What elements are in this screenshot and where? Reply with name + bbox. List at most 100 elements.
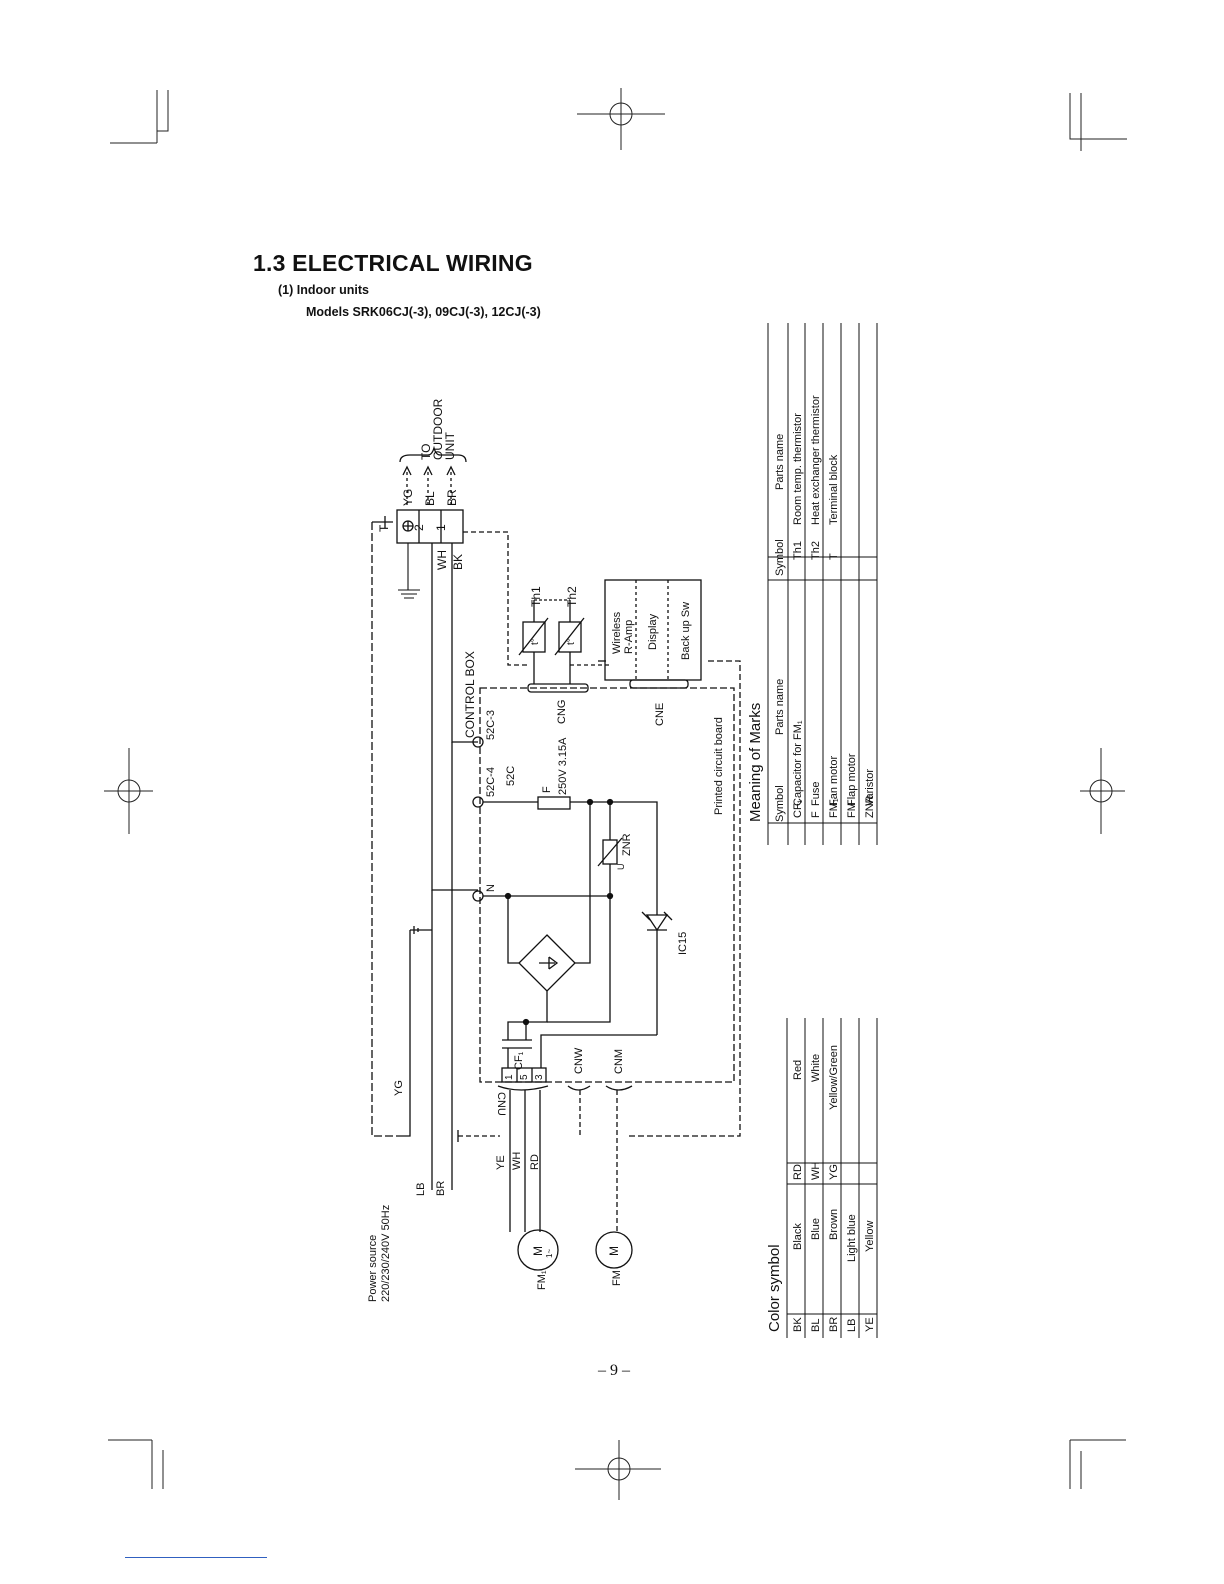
- marks-h-parts1: Parts name: [774, 679, 786, 735]
- color-r3-c2: Brown: [828, 1209, 840, 1240]
- color-r3-c1: BR: [828, 1317, 840, 1332]
- color-r2-c4: White: [810, 1054, 822, 1082]
- color-title: Color symbol: [766, 1244, 783, 1332]
- pin-n: N: [485, 884, 497, 892]
- ic15-label: IC15: [677, 932, 689, 955]
- footer-rule: [125, 1557, 267, 1558]
- cnw-label: CNW: [573, 1047, 585, 1074]
- flap-motor-symbol: M: [607, 1246, 621, 1256]
- cng-label: CNG: [556, 700, 568, 724]
- fan-motor-symbol: M: [531, 1246, 545, 1256]
- th1-symbol: t°: [530, 638, 541, 645]
- marks-r1-c3: Th1: [792, 541, 804, 560]
- marks-r3-c3: T: [828, 553, 840, 560]
- color-r1-c2: Black: [792, 1223, 804, 1250]
- yg-ground-label: YG: [393, 1080, 405, 1096]
- models-line: Models SRK06CJ(-3), 09CJ(-3), 12CJ(-3): [306, 305, 541, 319]
- marks-r4-c2: Flap motor: [846, 753, 858, 806]
- power-source-voltage: 220/230/240V 50Hz: [380, 1205, 392, 1302]
- cnm-label: CNM: [613, 1049, 625, 1074]
- marks-h-symbol1: Symbol: [774, 785, 786, 822]
- wire-wh-inner: WH: [435, 550, 449, 570]
- marks-r5-c1: ZNR: [864, 795, 876, 818]
- ramp-label: R-Amp: [623, 620, 635, 654]
- marks-r5-c2: Varistor: [864, 769, 876, 806]
- terminal-1: 1: [434, 524, 448, 531]
- color-r1-c4: Red: [792, 1060, 804, 1080]
- color-r3-c4: Yellow/Green: [828, 1045, 840, 1110]
- color-r4-c1: LB: [846, 1319, 858, 1332]
- flap-motor: [595, 1231, 633, 1269]
- marks-r3-c4: Terminal block: [828, 454, 840, 525]
- color-r1-c3: RD: [792, 1164, 804, 1180]
- marks-h-symbol2: Symbol: [774, 539, 786, 576]
- znr-u-label: U: [616, 864, 626, 871]
- ye-wire-label: YE: [495, 1155, 507, 1170]
- fuse-symbol: F: [541, 786, 553, 793]
- color-r2-c2: Blue: [810, 1218, 822, 1240]
- cnu-pin-5: 5: [519, 1074, 530, 1080]
- power-source-label: Power source: [367, 1235, 379, 1302]
- page-title: 1.3 ELECTRICAL WIRING: [253, 250, 533, 276]
- fm1-label: FM₁: [536, 1270, 548, 1290]
- rd-wire-label: RD: [529, 1154, 541, 1170]
- wh-wire-label: WH: [511, 1152, 523, 1170]
- marks-r3-c2: Fan motor: [828, 756, 840, 806]
- fm-label: FM: [611, 1270, 623, 1286]
- marks-r1-c1: CF₁: [792, 799, 804, 818]
- th2-label: Th2: [565, 586, 579, 607]
- terminal-t-label: T: [377, 524, 391, 532]
- color-r5-c1: YE: [864, 1317, 876, 1332]
- control-box: [479, 687, 735, 1083]
- color-r2-c1: BL: [810, 1319, 822, 1332]
- lb-label: LB: [415, 1183, 427, 1196]
- color-r2-c3: WH: [810, 1162, 822, 1180]
- marks-title: Meaning of Marks: [747, 703, 764, 822]
- wire-bl: BL: [423, 491, 437, 506]
- wire-yg: YG: [401, 489, 415, 506]
- section-subtitle: (1) Indoor units: [278, 283, 369, 297]
- page-number: – 9 –: [598, 1362, 630, 1379]
- display-label: Display: [647, 613, 659, 650]
- control-box-label: CONTROL BOX: [463, 651, 477, 738]
- color-r3-c3: YG: [828, 1164, 840, 1180]
- marks-r2-c1: F: [810, 811, 822, 818]
- marks-r2-c3: Th2: [810, 541, 822, 560]
- marks-r4-c1: FM: [846, 802, 858, 818]
- br-supply-label: BR: [435, 1181, 447, 1196]
- wireless-label: Wireless: [611, 611, 623, 654]
- marks-r1-c2: Capacitor for FM₁: [792, 720, 804, 806]
- marks-h-parts2: Parts name: [774, 434, 786, 490]
- marks-r1-c4: Room temp. thermistor: [792, 413, 804, 525]
- cnu-pin-1: 1: [504, 1074, 515, 1080]
- marks-r2-c2: Fuse: [810, 782, 822, 806]
- znr-label: ZNR: [621, 833, 633, 856]
- cnu-pin-3: 3: [534, 1074, 545, 1080]
- pin-52c4: 52C-4: [485, 767, 497, 797]
- terminal-2: 2: [412, 524, 426, 531]
- marks-r2-c4: Heat exchanger thermistor: [810, 395, 822, 525]
- color-r5-c2: Yellow: [864, 1221, 876, 1252]
- th2-symbol: t°: [566, 638, 577, 645]
- cne-label: CNE: [654, 703, 666, 726]
- wire-bk-inner: BK: [451, 554, 465, 570]
- to-label: TO: [419, 444, 433, 460]
- cnu-label: CNU: [495, 1092, 507, 1116]
- color-r1-c1: BK: [792, 1317, 804, 1332]
- terminal-block: [396, 509, 464, 544]
- pcb-label: Printed circuit board: [713, 717, 725, 815]
- outdoor-label: OUTDOOR: [431, 398, 445, 460]
- marks-r3-c1: FM₁: [828, 798, 840, 818]
- fuse-rating: 250V 3.15A: [557, 737, 569, 795]
- color-r4-c2: Light blue: [846, 1214, 858, 1262]
- th1-label: Th1: [529, 586, 543, 607]
- pin-52c3: 52C-3: [485, 710, 497, 740]
- unit-label: UNIT: [443, 431, 457, 460]
- fan-motor: [517, 1229, 559, 1271]
- backup-sw-label: Back up Sw: [680, 602, 692, 660]
- pin-52c: 52C: [505, 766, 517, 786]
